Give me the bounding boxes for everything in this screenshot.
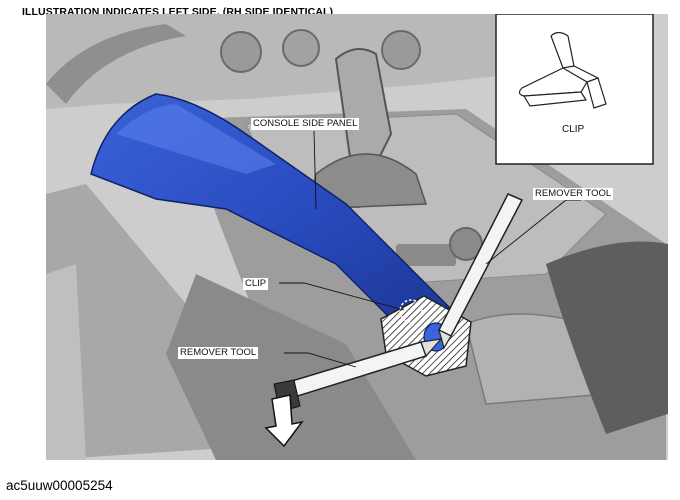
vent-center bbox=[282, 29, 320, 67]
console-control bbox=[396, 244, 456, 266]
illustration-figure: CONSOLE SIDE PANEL REMOVER TOOL CLIP REM… bbox=[46, 14, 668, 460]
armrest bbox=[546, 241, 668, 434]
inset-clip-label: CLIP bbox=[562, 124, 585, 135]
lower-console bbox=[166, 274, 416, 460]
leader-remover-tool-right bbox=[485, 199, 581, 265]
callout-console-side-panel: CONSOLE SIDE PANEL bbox=[251, 118, 360, 130]
gear-shifter bbox=[334, 48, 393, 165]
seat-edge bbox=[46, 264, 86, 460]
leader-console-side-panel bbox=[313, 130, 317, 210]
callout-clip: CLIP bbox=[243, 278, 269, 290]
clip-icon bbox=[518, 31, 607, 109]
vent-left bbox=[220, 31, 262, 73]
callout-remover-tool-right: REMOVER TOOL bbox=[533, 188, 614, 200]
leader-clip bbox=[279, 282, 405, 311]
console-side-panel-highlight bbox=[116, 104, 276, 174]
shift-boot bbox=[307, 153, 428, 210]
clip-location-marker bbox=[399, 299, 423, 323]
vent-right bbox=[381, 30, 421, 70]
callout-remover-tool-left: REMOVER TOOL bbox=[178, 347, 259, 359]
steering-wheel bbox=[46, 24, 186, 104]
illustration-drawing bbox=[46, 14, 668, 460]
arrow-down-icon bbox=[264, 394, 304, 448]
figure-code: ac5uuw00005254 bbox=[6, 478, 113, 493]
remover-tool-left-tip bbox=[420, 338, 443, 358]
leader-remover-tool-left bbox=[284, 352, 357, 368]
